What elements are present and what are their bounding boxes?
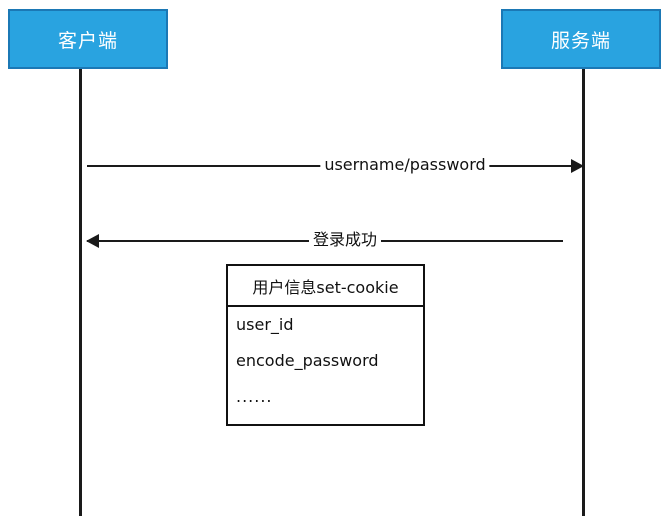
participant-box-server[interactable]: 服务端 [501, 9, 661, 69]
lifeline-client [79, 69, 82, 516]
message-label-login-response: 登录成功 [308, 228, 382, 252]
note-row-encode-password: encode_password [236, 351, 379, 370]
lifeline-server [582, 69, 585, 516]
participant-label-server: 服务端 [550, 29, 611, 52]
message-arrow-login-request[interactable]: username/password [87, 153, 584, 178]
participant-box-client[interactable]: 客户端 [8, 9, 168, 69]
arrowhead-left-icon [86, 234, 99, 248]
participant-label-client: 客户端 [57, 29, 118, 52]
note-header: 用户信息set-cookie [228, 266, 423, 307]
note-body: user_id encode_password ...... [228, 307, 423, 406]
note-row-user-id: user_id [236, 315, 294, 334]
arrowhead-right-icon [571, 159, 584, 173]
note-row-ellipsis: ...... [236, 387, 273, 406]
note-box-cookie[interactable]: 用户信息set-cookie user_id encode_password .… [226, 264, 425, 426]
message-arrow-login-response[interactable]: 登录成功 [86, 228, 563, 253]
message-label-login-request: username/password [320, 153, 490, 177]
